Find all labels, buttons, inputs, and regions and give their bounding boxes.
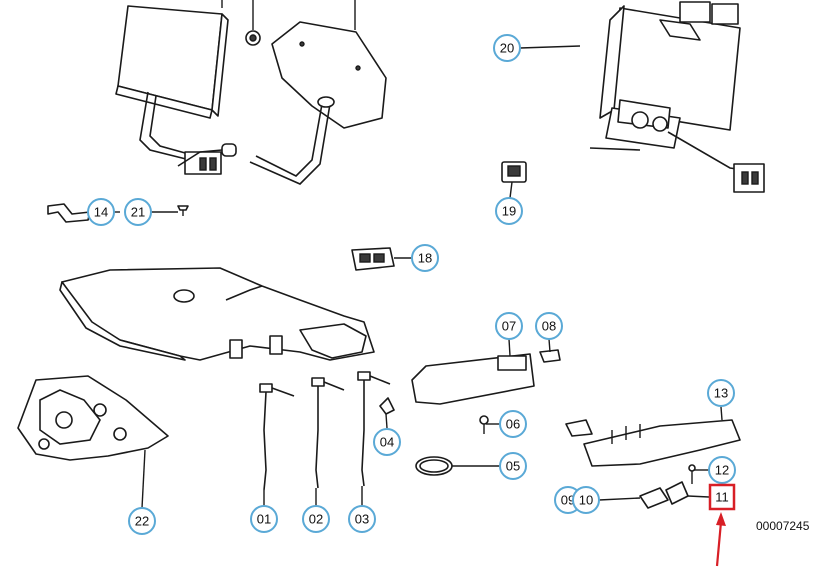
callout-18[interactable]: 18 xyxy=(411,244,439,272)
callout-20[interactable]: 20 xyxy=(493,34,521,62)
connector-19 xyxy=(501,161,527,183)
callout-12-label: 12 xyxy=(715,463,729,478)
screw-06 xyxy=(479,415,489,434)
callout-21[interactable]: 21 xyxy=(124,198,152,226)
callout-06-label: 06 xyxy=(506,417,520,432)
callout-18-label: 18 xyxy=(418,251,432,266)
knob-11 xyxy=(665,481,689,505)
callout-10-label: 10 xyxy=(579,493,593,508)
callout-07[interactable]: 07 xyxy=(495,312,523,340)
callout-03-label: 03 xyxy=(355,512,369,527)
callout-05-label: 05 xyxy=(506,459,520,474)
seat-frame xyxy=(17,375,169,461)
knob-10 xyxy=(639,487,669,509)
callout-19[interactable]: 19 xyxy=(495,197,523,225)
switch-trim-13 xyxy=(565,419,741,467)
diagram-number: 00007245 xyxy=(756,519,810,533)
screw-12 xyxy=(688,464,696,484)
callout-03[interactable]: 03 xyxy=(348,505,376,533)
clip-04 xyxy=(379,397,395,415)
grommet xyxy=(245,30,261,46)
heating-mat xyxy=(249,21,387,185)
seat-heater-pad xyxy=(115,5,237,175)
leader-lines xyxy=(114,45,723,509)
callout-22[interactable]: 22 xyxy=(128,507,156,535)
callout-11-label: 11 xyxy=(715,490,729,505)
cable-01 xyxy=(259,383,295,491)
callout-14[interactable]: 14 xyxy=(87,198,115,226)
highlight-arrow xyxy=(715,512,726,567)
side-trim-07 xyxy=(411,353,535,405)
callout-14-label: 14 xyxy=(94,205,108,220)
callout-02[interactable]: 02 xyxy=(302,505,330,533)
seat-base xyxy=(59,267,375,361)
callout-07-label: 07 xyxy=(502,319,516,334)
callout-20-label: 20 xyxy=(500,41,514,56)
callout-12[interactable]: 12 xyxy=(708,456,736,484)
callout-08-label: 08 xyxy=(542,319,556,334)
callout-22-label: 22 xyxy=(135,514,149,529)
callout-13-label: 13 xyxy=(714,386,728,401)
backrest-electronics xyxy=(589,1,765,193)
callout-21-label: 21 xyxy=(131,205,145,220)
ring-05 xyxy=(415,456,453,476)
cable-02 xyxy=(311,377,345,489)
callout-08[interactable]: 08 xyxy=(535,312,563,340)
switch-18 xyxy=(351,247,395,271)
callout-19-label: 19 xyxy=(502,204,516,219)
callout-05[interactable]: 05 xyxy=(499,452,527,480)
pad-08 xyxy=(539,349,561,363)
callout-09-label: 09 xyxy=(561,493,575,508)
callout-01-label: 01 xyxy=(257,512,271,527)
callout-11-highlighted[interactable]: 11 xyxy=(708,483,736,511)
cable-03 xyxy=(357,371,391,487)
top-callout-stubs xyxy=(221,0,356,30)
callout-02-label: 02 xyxy=(309,512,323,527)
screw-part xyxy=(177,205,189,216)
callout-04[interactable]: 04 xyxy=(373,428,401,456)
callout-04-label: 04 xyxy=(380,435,394,450)
callout-06[interactable]: 06 xyxy=(499,410,527,438)
clip-part xyxy=(47,203,91,223)
callout-01[interactable]: 01 xyxy=(250,505,278,533)
callout-13[interactable]: 13 xyxy=(707,379,735,407)
callout-10[interactable]: 10 xyxy=(572,486,600,514)
